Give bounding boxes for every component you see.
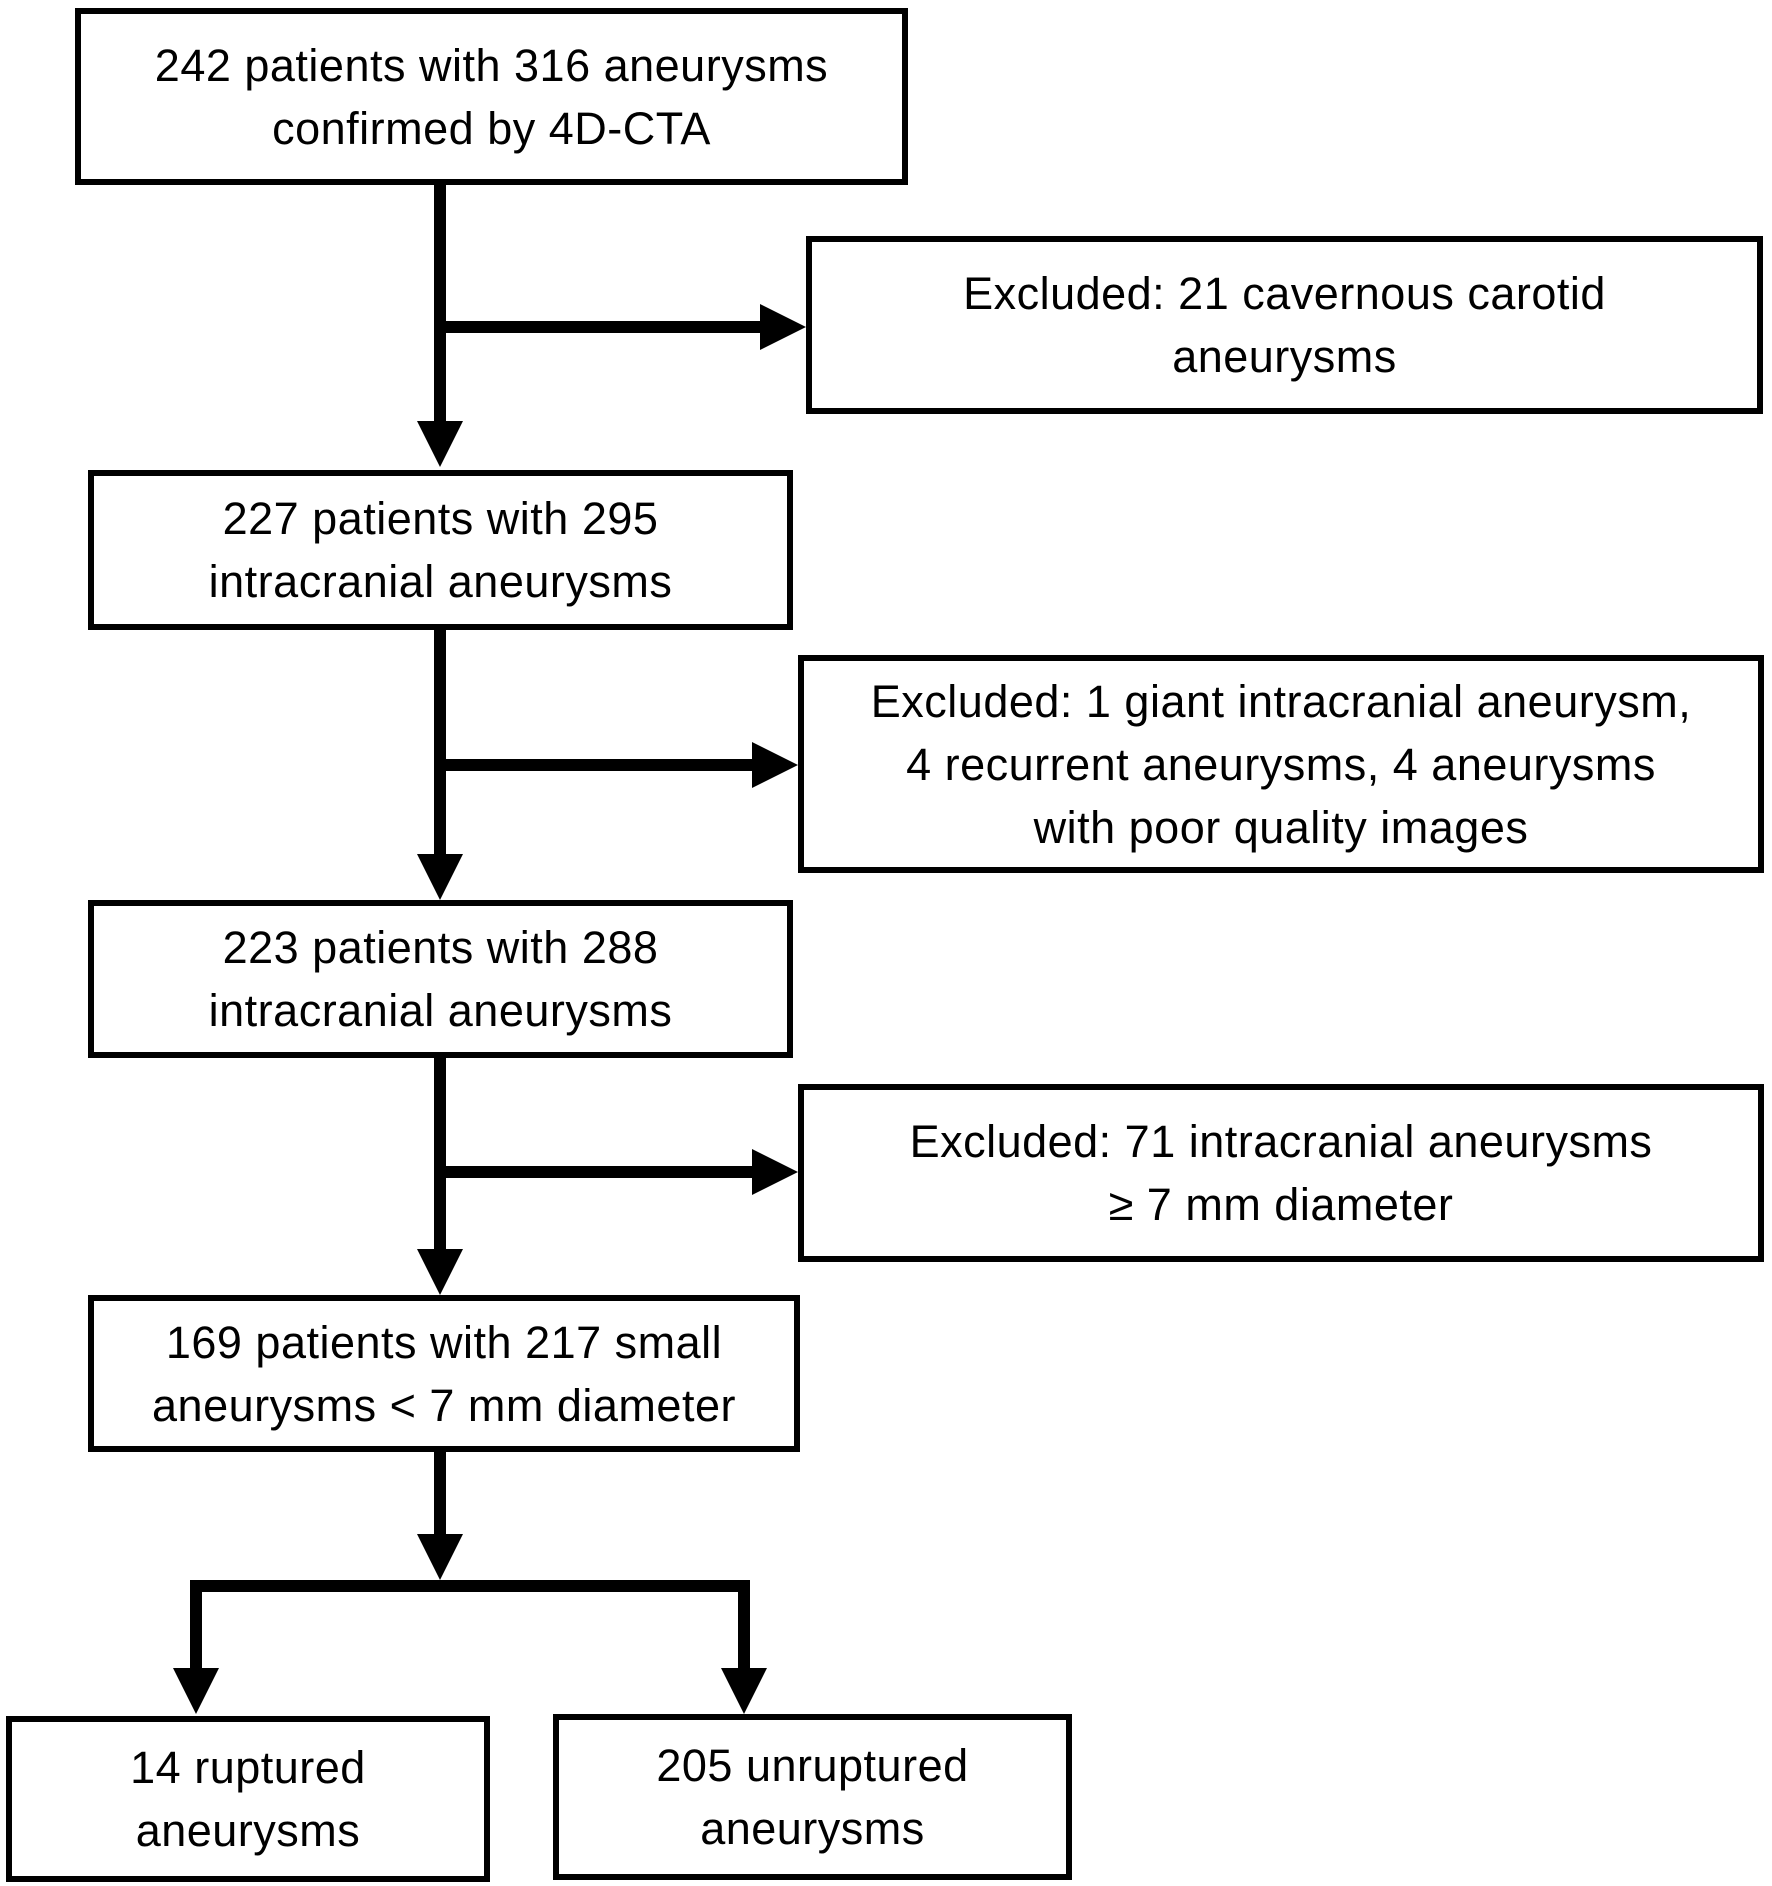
connector-branch-bar [190, 1580, 750, 1592]
node-text-line: 169 patients with 217 small [165, 1316, 723, 1368]
connector-to-excluded-large [440, 1166, 756, 1178]
connector-288-to-small [434, 1058, 446, 1249]
node-text-line: intracranial aneurysms [208, 556, 673, 607]
node-169-patients-small-aneurysms: 169 patients with 217 small aneurysms < … [88, 1295, 800, 1452]
connector-295-to-288 [434, 630, 446, 854]
node-excluded-giant-recurrent-poor-quality: Excluded: 1 giant intracranial aneurysm,… [798, 655, 1764, 873]
arrowhead-down-icon [417, 421, 463, 467]
node-text-line: aneurysms [1172, 331, 1397, 382]
arrowhead-down-icon [417, 854, 463, 900]
connector-branch-to-ruptured [190, 1580, 202, 1668]
node-text-line: with poor quality images [1033, 801, 1529, 853]
node-227-patients-295-aneurysms: 227 patients with 295 intracranial aneur… [88, 470, 793, 630]
node-text-line: intracranial aneurysms [208, 985, 673, 1036]
node-excluded-cavernous-carotid: Excluded: 21 cavernous carotid aneurysms [806, 236, 1763, 414]
arrowhead-down-icon [173, 1668, 219, 1714]
arrowhead-right-icon [752, 742, 798, 788]
node-text-line: confirmed by 4D-CTA [272, 102, 711, 154]
node-text-line: aneurysms [135, 1805, 361, 1856]
node-text-line: Excluded: 71 intracranial aneurysms [909, 1116, 1653, 1167]
node-text-line: 227 patients with 295 [222, 493, 659, 544]
node-ruptured-aneurysms: 14 ruptured aneurysms [6, 1716, 490, 1882]
node-text-line: Excluded: 21 cavernous carotid [963, 268, 1606, 319]
arrowhead-down-icon [417, 1534, 463, 1580]
connector-enrolled-to-295 [434, 185, 446, 421]
node-excluded-large-aneurysms: Excluded: 71 intracranial aneurysms ≥ 7 … [798, 1084, 1764, 1262]
node-text-line: aneurysms [700, 1803, 925, 1854]
node-text-line: Excluded: 1 giant intracranial aneurysm, [870, 675, 1692, 727]
arrowhead-down-icon [417, 1249, 463, 1295]
node-text-line: 14 ruptured [130, 1742, 366, 1793]
node-unruptured-aneurysms: 205 unruptured aneurysms [553, 1714, 1072, 1880]
arrowhead-right-icon [752, 1149, 798, 1195]
node-text-line: 242 patients with 316 aneurysms [154, 39, 829, 91]
arrowhead-down-icon [721, 1668, 767, 1714]
node-text-line: aneurysms < 7 mm diameter [152, 1379, 736, 1431]
node-223-patients-288-aneurysms: 223 patients with 288 intracranial aneur… [88, 900, 793, 1058]
node-text-line: 223 patients with 288 [222, 922, 659, 973]
node-text-line: 205 unruptured [656, 1740, 969, 1791]
node-text-line: ≥ 7 mm diameter [1108, 1179, 1454, 1230]
arrowhead-right-icon [760, 304, 806, 350]
connector-to-excluded-cavernous [440, 321, 761, 333]
connector-small-to-branch [434, 1452, 446, 1534]
connector-branch-to-unruptured [738, 1580, 750, 1668]
node-enrolled-patients: 242 patients with 316 aneurysms confirme… [75, 8, 908, 185]
connector-to-excluded-giant [440, 759, 756, 771]
node-text-line: 4 recurrent aneurysms, 4 aneurysms [906, 738, 1656, 790]
